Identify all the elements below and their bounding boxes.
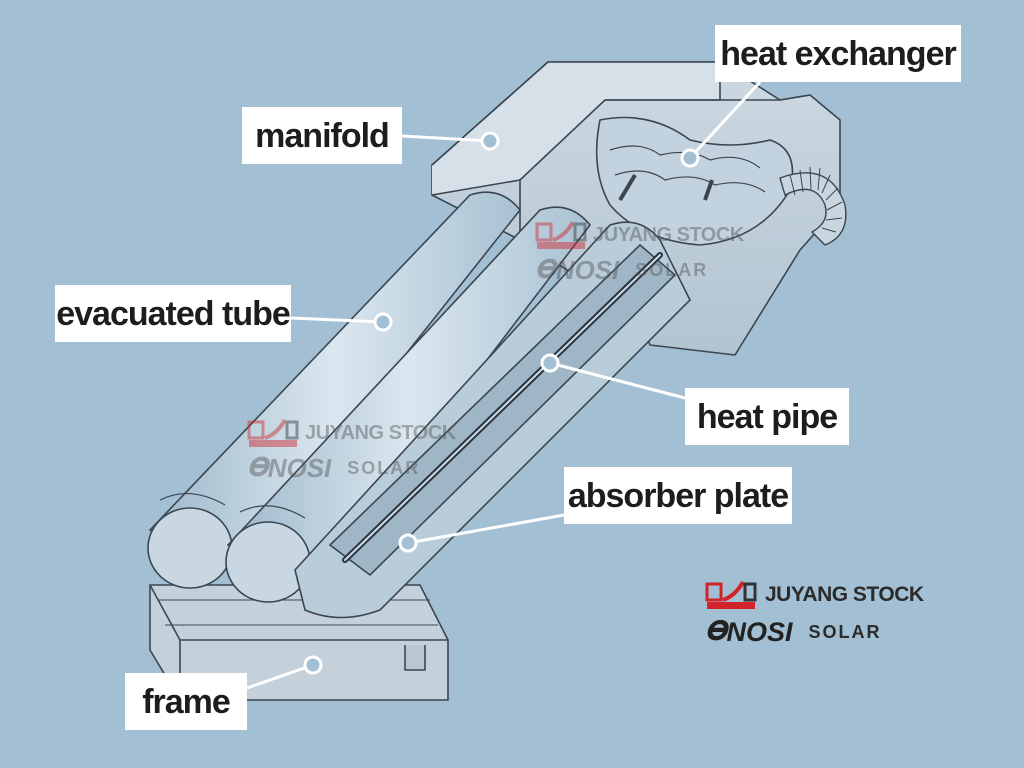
heat-pipe-pointer-dot xyxy=(540,353,560,373)
frame-pointer-dot xyxy=(303,655,323,675)
evacuated-tube-middle xyxy=(225,206,592,603)
evacuated-tube-left xyxy=(147,191,522,589)
label-heat-exchanger: heat exchanger xyxy=(715,25,961,82)
product-line: SOLAR xyxy=(635,259,709,280)
cutaway-tube xyxy=(294,173,714,619)
product-line: SOLAR xyxy=(347,457,421,478)
label-absorber-plate: absorber plate xyxy=(564,467,792,524)
company-name: JUYANG STOCK xyxy=(305,421,456,444)
evacuated-tube-pointer-dot xyxy=(373,312,393,332)
label-evacuated-tube: evacuated tube xyxy=(55,285,291,342)
juyang-logo-icon xyxy=(705,580,757,609)
watermark-brand-middle: JUYANG STOCK 𝚯 NOSI SOLAR xyxy=(247,418,456,484)
watermark-brand-top: JUYANG STOCK 𝚯 NOSI SOLAR xyxy=(535,220,744,286)
company-name: JUYANG STOCK xyxy=(765,583,924,606)
pointer-lines xyxy=(246,80,762,690)
product-brand: NOSI xyxy=(726,616,793,647)
pointer-dots xyxy=(303,131,700,675)
absorber-plate-pointer-dot xyxy=(398,533,418,553)
label-manifold: manifold xyxy=(242,107,402,164)
heat-exchanger-pointer-dot xyxy=(680,148,700,168)
company-name: JUYANG STOCK xyxy=(593,223,744,246)
brand-block: JUYANG STOCK 𝚯 NOSI SOLAR xyxy=(705,580,924,648)
flex-hose xyxy=(779,166,847,246)
juyang-logo-icon xyxy=(247,418,299,447)
manifold-pointer-dot xyxy=(480,131,500,151)
onosi-logo-icon: 𝚯 xyxy=(535,254,556,284)
product-brand: NOSI xyxy=(267,452,332,483)
onosi-logo-icon: 𝚯 xyxy=(705,616,727,646)
onosi-logo-icon: 𝚯 xyxy=(247,452,268,482)
product-brand: NOSI xyxy=(555,254,620,285)
juyang-logo-icon xyxy=(535,220,587,249)
product-line: SOLAR xyxy=(808,621,882,642)
label-frame: frame xyxy=(125,673,247,730)
label-heat-pipe: heat pipe xyxy=(685,388,849,445)
